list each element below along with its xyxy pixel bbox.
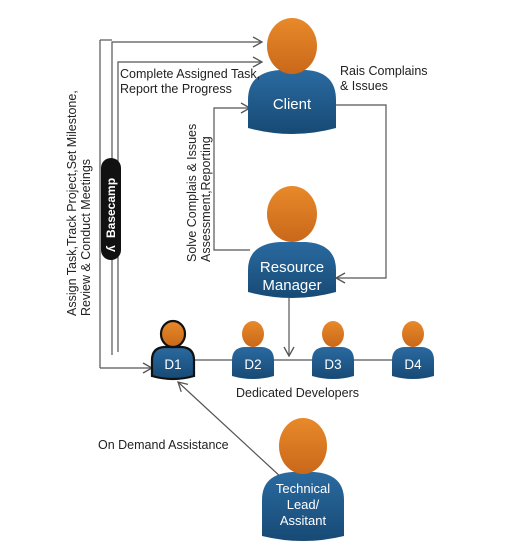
d2-body xyxy=(232,347,274,379)
d2-head xyxy=(242,321,264,347)
solve-complaints-label: Solve Complais & Issues Assessment,Repor… xyxy=(185,124,213,262)
client-label: Client xyxy=(273,96,312,113)
technical-lead-label-3: Assitant xyxy=(280,513,327,528)
raise-complaints-label-2: & Issues xyxy=(340,79,388,93)
complete-task-label-2: Report the Progress xyxy=(120,82,232,96)
on-demand-assistance-label: On Demand Assistance xyxy=(98,438,229,452)
solve-complaints-label-1: Solve Complais & Issues xyxy=(185,124,199,262)
basecamp-badge-bg xyxy=(101,158,121,260)
technical-lead-head xyxy=(279,418,327,474)
client-head xyxy=(267,18,317,74)
developer-d3: D3 xyxy=(312,321,354,379)
d4-body xyxy=(392,347,434,379)
assign-task-label-2: Review & Conduct Meetings xyxy=(79,159,93,316)
d3-head xyxy=(322,321,344,347)
resource-manager-head xyxy=(267,186,317,242)
client-node: Client xyxy=(248,18,336,134)
developer-d2: D2 xyxy=(232,321,274,379)
technical-lead-body xyxy=(262,472,344,541)
d3-label: D3 xyxy=(324,357,341,372)
d4-head xyxy=(402,321,424,347)
dedicated-developers-label: Dedicated Developers xyxy=(236,386,359,400)
connector-manager-to-client xyxy=(213,102,252,251)
technical-lead-node: Technical Lead/ Assitant xyxy=(262,418,344,541)
basecamp-badge-label: Basecamp xyxy=(104,178,118,238)
resource-manager-body xyxy=(248,242,336,298)
basecamp-logo-icon: ʎ xyxy=(104,245,118,252)
resource-manager-node: Resource Manager xyxy=(248,186,336,298)
client-body xyxy=(248,70,336,134)
d1-head xyxy=(159,319,187,349)
developer-d4: D4 xyxy=(392,321,434,379)
solve-complaints-label-2: Assessment,Reporting xyxy=(199,136,213,262)
developer-d1: D1 xyxy=(150,319,196,381)
raise-complaints-label-1: Rais Complains xyxy=(340,64,428,78)
basecamp-badge: Basecamp ʎ xyxy=(101,158,121,260)
resource-manager-label-1: Resource xyxy=(260,259,324,276)
assign-task-label: Assign Task,Track Project,Set Milestone,… xyxy=(65,90,93,316)
d1-body xyxy=(150,345,196,381)
d1-label: D1 xyxy=(164,357,181,372)
d3-body xyxy=(312,347,354,379)
technical-lead-label-1: Technical xyxy=(276,481,330,496)
resource-manager-label-2: Manager xyxy=(262,277,321,294)
d2-label: D2 xyxy=(244,357,261,372)
complete-task-label-1: Complete Assigned Task, xyxy=(120,67,260,81)
assign-task-label-1: Assign Task,Track Project,Set Milestone, xyxy=(65,90,79,316)
connector-client-to-manager xyxy=(330,104,387,284)
connector-lead-to-d1 xyxy=(177,381,283,479)
technical-lead-label-2: Lead/ xyxy=(287,497,320,512)
d4-label: D4 xyxy=(404,357,422,372)
